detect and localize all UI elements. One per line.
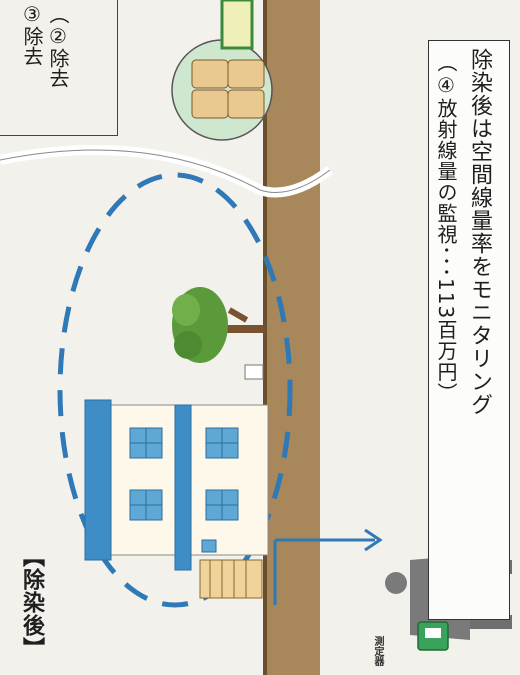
caption-line-1: 除染後は空間線量率をモニタリング bbox=[467, 48, 492, 416]
waste-bags bbox=[191, 59, 265, 119]
top-left-note-box bbox=[0, 0, 118, 136]
ground-layer bbox=[265, 0, 320, 675]
marker-post bbox=[244, 364, 264, 380]
storage-pipe bbox=[220, 0, 254, 50]
road-curve-outline bbox=[0, 149, 331, 193]
tree bbox=[172, 287, 265, 363]
monitoring-area-dashed bbox=[57, 172, 293, 608]
top-left-note-line-1: （②除去 bbox=[46, 4, 70, 88]
arrow-head bbox=[364, 528, 383, 552]
section-label: 【除染後】 bbox=[19, 545, 44, 660]
house bbox=[84, 399, 269, 599]
top-left-note-line-2: ③除去 bbox=[20, 2, 44, 66]
caption-box bbox=[428, 40, 510, 620]
caption-line-2: （④放射線量の監視･･･113百万円） bbox=[434, 52, 458, 404]
ground-surface-line bbox=[263, 0, 267, 675]
meter-label: 測定器 bbox=[372, 636, 383, 666]
